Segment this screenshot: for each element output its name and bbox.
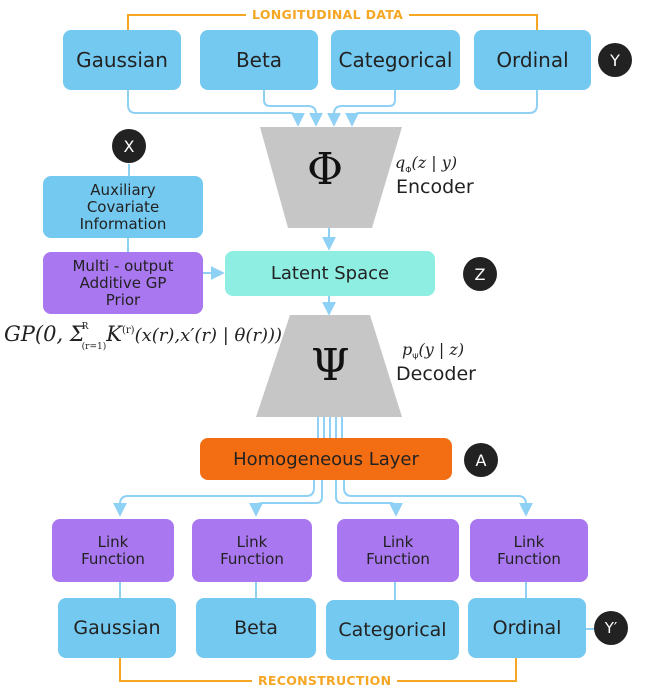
link-function-beta: Link Function xyxy=(192,519,312,582)
encoder-label: Encoder xyxy=(396,176,474,198)
decoder-shape xyxy=(256,315,402,417)
output-categorical: Categorical xyxy=(326,600,459,660)
output-arrows xyxy=(113,478,533,517)
link-function-ordinal: Link Function xyxy=(470,519,588,582)
badge-y: Y xyxy=(598,43,632,77)
input-ordinal: Ordinal xyxy=(474,30,591,90)
encoder-shape xyxy=(260,127,402,228)
input-categorical: Categorical xyxy=(331,30,460,90)
badge-a: A xyxy=(464,443,498,477)
phi-symbol: Φ xyxy=(307,144,344,195)
output-ordinal: Ordinal xyxy=(468,598,586,658)
input-gaussian: Gaussian xyxy=(63,30,181,90)
badge-z: Z xyxy=(463,257,497,291)
output-beta: Beta xyxy=(196,598,316,658)
output-gaussian: Gaussian xyxy=(58,598,176,658)
link-function-categorical: Link Function xyxy=(337,519,459,582)
section-reconstruction: RECONSTRUCTION xyxy=(252,673,398,688)
badge-y-prime: Y′ xyxy=(594,611,628,645)
link-function-gaussian: Link Function xyxy=(52,519,174,582)
decoder-distribution: pΨ(y | z) xyxy=(402,340,465,362)
psi-symbol: Ψ xyxy=(311,340,350,391)
badge-x: X xyxy=(112,129,146,163)
encoder-distribution: qΦ(z | y) xyxy=(395,153,458,175)
latent-space-box: Latent Space xyxy=(225,251,435,296)
input-arrows xyxy=(127,90,538,127)
gp-formula: GP(0, ΣR(r=1)K(r)(x(r),x′(r) | θ(r))) xyxy=(4,322,283,352)
auxiliary-covariate-box: Auxiliary Covariate Information xyxy=(43,176,203,238)
section-longitudinal-data: LONGITUDINAL DATA xyxy=(246,7,410,22)
homogeneous-layer-box: Homogeneous Layer xyxy=(200,438,452,480)
decoder-label: Decoder xyxy=(396,363,476,385)
gp-prior-box: Multi - output Additive GP Prior xyxy=(43,252,203,314)
input-beta: Beta xyxy=(200,30,318,90)
